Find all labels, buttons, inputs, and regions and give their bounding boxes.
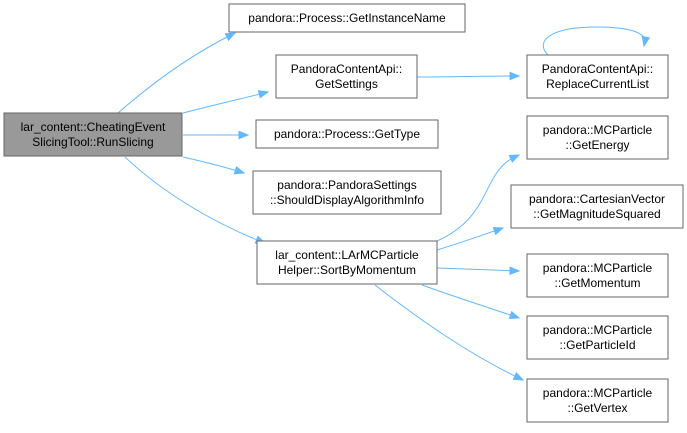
node-label: ::GetMagnitudeSquared (533, 207, 660, 221)
edge-root-to-shoulddisplay (182, 156, 246, 175)
arrowhead-icon (641, 35, 651, 48)
node-getmomentum[interactable]: pandora::MCParticle::GetMomentum (526, 253, 669, 298)
node-sortbymomentum[interactable]: lar_content::LArMCParticleHelper::SortBy… (256, 240, 438, 285)
node-getenergy[interactable]: pandora::MCParticle::GetEnergy (526, 115, 669, 160)
node-label: pandora::MCParticle (543, 123, 653, 137)
edge-sortbymomentum-to-getvertex (374, 284, 525, 381)
edge-line (374, 284, 524, 381)
node-box (526, 315, 669, 360)
node-label: ::ShouldDisplayAlgorithmInfo (270, 193, 424, 207)
edge-line (542, 26, 646, 56)
node-label: pandora::MCParticle (543, 323, 653, 337)
node-replacecurrentlist[interactable]: PandoraContentApi::ReplaceCurrentList (526, 54, 669, 99)
node-label: SlicingTool::RunSlicing (32, 135, 153, 149)
edge-root-to-gettype (183, 130, 250, 140)
node-label: pandora::Process::GetInstanceName (248, 11, 446, 25)
node-label: pandora::CartesianVector (529, 192, 665, 206)
edge-line (182, 91, 269, 114)
node-box (252, 170, 442, 215)
edge-line (436, 154, 520, 242)
node-label: lar_content::CheatingEvent (21, 120, 166, 134)
node-root: lar_content::CheatingEventSlicingTool::R… (3, 112, 183, 157)
edge-root-to-sortbymomentum (124, 156, 267, 244)
node-label: pandora::MCParticle (543, 386, 653, 400)
node-getmagsq[interactable]: pandora::CartesianVector::GetMagnitudeSq… (510, 184, 684, 229)
node-box (526, 253, 669, 298)
node-box (526, 378, 669, 423)
node-box (3, 112, 183, 157)
edge-root-to-getsettings (182, 90, 270, 114)
node-getsettings[interactable]: PandoraContentApi::GetSettings (275, 54, 418, 99)
edge-sortbymomentum-to-getparticleid (421, 284, 521, 320)
node-label: pandora::MCParticle (543, 261, 653, 275)
edge-line (436, 227, 504, 251)
node-label: ReplaceCurrentList (546, 77, 649, 91)
edge-sortbymomentum-to-getenergy (436, 154, 521, 242)
node-box (255, 119, 439, 149)
node-label: pandora::PandoraSettings (277, 178, 416, 192)
edge-sortbymomentum-to-getmagsq (436, 227, 505, 251)
node-gettype[interactable]: pandora::Process::GetType (255, 119, 439, 149)
node-box (510, 184, 684, 229)
node-box (526, 54, 669, 99)
node-label: ::GetParticleId (559, 338, 635, 352)
edge-line (416, 75, 520, 78)
arrowhead-icon (508, 310, 521, 320)
arrowhead-icon (257, 90, 270, 99)
node-shoulddisplay[interactable]: pandora::PandoraSettings::ShouldDisplayA… (252, 170, 442, 215)
node-getparticleid[interactable]: pandora::MCParticle::GetParticleId (526, 315, 669, 360)
node-box (275, 54, 418, 99)
node-label: GetSettings (315, 77, 378, 91)
edge-root-to-getinstancename (117, 32, 237, 114)
arrowhead-icon (233, 166, 246, 175)
node-label: pandora::Process::GetType (274, 127, 420, 141)
node-getvertex[interactable]: pandora::MCParticle::GetVertex (526, 378, 669, 423)
node-box (228, 3, 466, 33)
edge-line (421, 284, 520, 319)
node-label: PandoraContentApi:: (291, 62, 402, 76)
node-box (256, 240, 438, 285)
node-box (526, 115, 669, 160)
node-getinstancename[interactable]: pandora::Process::GetInstanceName (228, 3, 466, 33)
edge-getsettings-to-replacecurrentlist (416, 71, 521, 81)
edge-line (436, 267, 520, 272)
node-label: lar_content::LArMCParticle (275, 248, 419, 262)
node-label: ::GetEnergy (565, 138, 629, 152)
arrowhead-icon (509, 266, 521, 276)
edge-line (117, 32, 236, 114)
arrowhead-icon (509, 71, 521, 81)
node-label: ::GetVertex (567, 401, 627, 415)
node-label: Helper::SortByMomentum (278, 263, 416, 277)
edge-replacecurrentlist-to-replacecurrentlist (542, 26, 651, 56)
arrowhead-icon (238, 130, 250, 140)
arrowhead-icon (492, 227, 505, 236)
arrowhead-icon (508, 154, 521, 163)
arrowhead-icon (224, 32, 237, 42)
node-label: ::GetMomentum (554, 276, 640, 290)
edge-sortbymomentum-to-getmomentum (436, 266, 521, 276)
edge-line (124, 156, 266, 244)
node-label: PandoraContentApi:: (542, 62, 653, 76)
arrowhead-icon (512, 371, 525, 381)
